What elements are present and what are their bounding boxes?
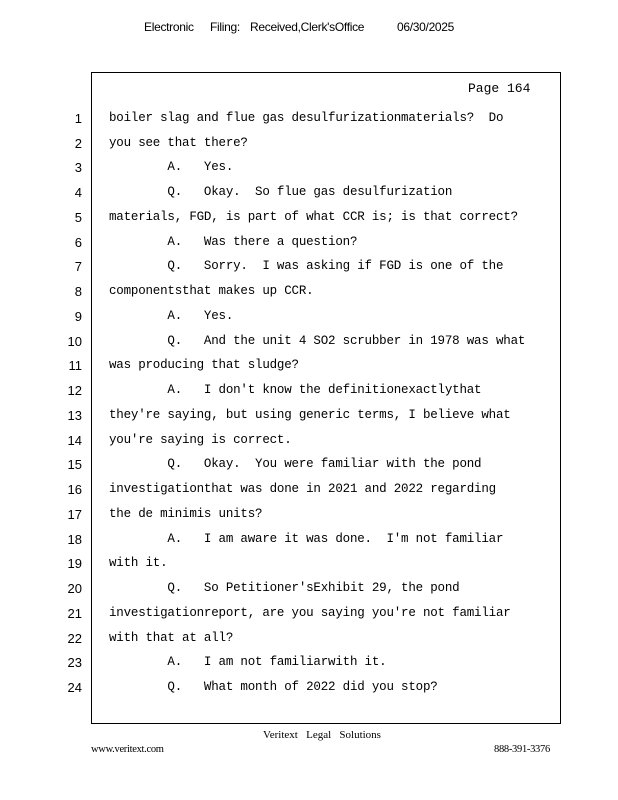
transcript-line: 3 A. Yes. [0, 160, 618, 180]
line-text: was producing that sludge? [109, 358, 299, 372]
transcript-line: 1 boiler slag and flue gas desulfurizatio… [0, 111, 618, 131]
filing-header-received: Received,Clerk'sOffice [250, 20, 365, 34]
line-number: 3 [74, 160, 82, 175]
transcript-line: 14 you're saying is correct. [0, 433, 618, 453]
line-number: 19 [67, 556, 82, 571]
line-number: 9 [74, 309, 82, 324]
line-text: you're saying is correct. [109, 433, 292, 447]
transcript-line: 8 componentsthat makes up CCR. [0, 284, 618, 304]
filing-header-electronic: Electronic [144, 20, 194, 34]
line-text: investigationthat was done in 2021 and 2… [109, 482, 496, 496]
line-text: Q. Okay. So flue gas desulfurization [109, 185, 453, 199]
line-number: 24 [67, 680, 82, 695]
line-number: 2 [74, 136, 82, 151]
transcript-line: 7 Q. Sorry. I was asking if FGD is one o… [0, 259, 618, 279]
footer-phone: 888-391-3376 [494, 744, 550, 755]
transcript-line: 5 materials, FGD, is part of what CCR is;… [0, 210, 618, 230]
line-text: they're saying, but using generic terms,… [109, 408, 511, 422]
line-text: Q. Okay. You were familiar with the pond [109, 457, 482, 471]
line-text: investigationreport, are you saying you'… [109, 606, 511, 620]
line-text: A. Was there a question? [109, 235, 358, 249]
filing-header-filing: Filing: [210, 20, 240, 34]
transcript-line: 13 they're saying, but using generic term… [0, 408, 618, 428]
line-number: 7 [74, 259, 82, 274]
line-number: 11 [68, 358, 83, 373]
line-text: you see that there? [109, 136, 248, 150]
line-text: Q. And the unit 4 SO2 scrubber in 1978 w… [109, 334, 526, 348]
transcript-line: 23 A. I am not familiarwith it. [0, 655, 618, 675]
line-number: 4 [74, 185, 82, 200]
transcript-line: 11 was producing that sludge? [0, 358, 618, 378]
footer-company: Veritext Legal Solutions [263, 729, 381, 741]
transcript-line: 21 investigationreport, are you saying yo… [0, 606, 618, 626]
footer-url: www.veritext.com [91, 744, 164, 755]
line-number: 5 [74, 210, 82, 225]
line-text: A. I am aware it was done. I'm not famil… [109, 532, 504, 546]
transcript-line: 4 Q. Okay. So flue gas desulfurization [0, 185, 618, 205]
line-text: componentsthat makes up CCR. [109, 284, 314, 298]
line-number: 17 [67, 507, 82, 522]
filing-header-date: 06/30/2025 [397, 20, 455, 34]
line-text: A. I am not familiarwith it. [109, 655, 387, 669]
transcript-line: 10 Q. And the unit 4 SO2 scrubber in 197… [0, 334, 618, 354]
transcript-line: 9 A. Yes. [0, 309, 618, 329]
line-number: 21 [67, 606, 82, 621]
line-number: 13 [67, 408, 82, 423]
line-number: 18 [67, 532, 82, 547]
transcript-line: 6 A. Was there a question? [0, 235, 618, 255]
transcript-line: 17 the de minimis units? [0, 507, 618, 527]
line-number: 23 [67, 655, 82, 670]
line-number: 16 [67, 482, 82, 497]
line-text: Q. So Petitioner'sExhibit 29, the pond [109, 581, 460, 595]
transcript-line: 16 investigationthat was done in 2021 and… [0, 482, 618, 502]
line-text: boiler slag and flue gas desulfurization… [109, 111, 504, 125]
page-number: Page 164 [468, 81, 531, 96]
filing-header: Electronic Filing: Received,Clerk'sOffic… [0, 20, 618, 38]
transcript-line: 22 with that at all? [0, 631, 618, 651]
line-number: 12 [67, 383, 82, 398]
line-number: 14 [67, 433, 82, 448]
line-text: the de minimis units? [109, 507, 263, 521]
transcript-line: 20 Q. So Petitioner'sExhibit 29, the pon… [0, 581, 618, 601]
line-text: A. Yes. [109, 160, 234, 174]
line-text: with it. [109, 556, 168, 570]
line-text: Q. What month of 2022 did you stop? [109, 680, 438, 694]
line-number: 20 [67, 581, 82, 596]
line-number: 15 [67, 457, 82, 472]
line-number: 22 [67, 631, 82, 646]
transcript-line: 2 you see that there? [0, 136, 618, 156]
line-number: 8 [74, 284, 82, 299]
line-number: 10 [67, 334, 82, 349]
transcript-line: 24 Q. What month of 2022 did you stop? [0, 680, 618, 700]
transcript-line: 18 A. I am aware it was done. I'm not fa… [0, 532, 618, 552]
line-text: A. Yes. [109, 309, 234, 323]
line-number: 6 [74, 235, 82, 250]
line-text: with that at all? [109, 631, 234, 645]
line-text: Q. Sorry. I was asking if FGD is one of … [109, 259, 504, 273]
transcript-line: 19 with it. [0, 556, 618, 576]
transcript-line: 15 Q. Okay. You were familiar with the p… [0, 457, 618, 477]
line-text: A. I don't know the definitionexactlytha… [109, 383, 482, 397]
transcript-frame [91, 72, 561, 724]
line-number: 1 [74, 111, 82, 126]
line-text: materials, FGD, is part of what CCR is; … [109, 210, 518, 224]
transcript-line: 12 A. I don't know the definitionexactly… [0, 383, 618, 403]
